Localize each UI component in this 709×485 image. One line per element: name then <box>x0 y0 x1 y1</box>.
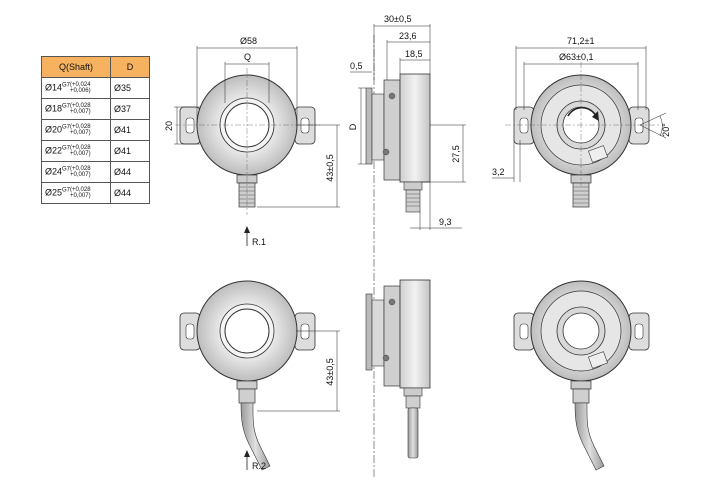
shaft-size: Ø24 <box>45 166 63 177</box>
tol-upper: +0,028 <box>72 166 91 172</box>
tol-upper: +0,024 <box>72 82 91 88</box>
shaft-tolerance: (+0,028+0,007) <box>70 124 91 136</box>
header-shaft: Q(Shaft) <box>41 56 111 78</box>
back-view-top <box>505 62 660 208</box>
shaft-size: Ø22 <box>45 145 63 156</box>
cell-shaft: Ø24G7(+0,028+0,007) <box>41 161 111 183</box>
shaft-fit: G7 <box>62 124 71 131</box>
tol-upper: +0,028 <box>72 145 91 151</box>
table-header-row: Q(Shaft) D <box>41 56 150 78</box>
cell-shaft: Ø18G7(+0,028+0,007) <box>41 98 111 120</box>
shaft-fit: G7 <box>62 103 71 110</box>
cell-shaft: Ø14G7(+0,024+0,006) <box>41 77 111 99</box>
dim-dia58: Ø58 <box>240 36 257 46</box>
side-view-bottom <box>365 279 431 459</box>
shaft-fit: G7 <box>62 82 71 89</box>
label-r2: R.2 <box>252 461 266 471</box>
view-arrow-r2 <box>244 450 250 470</box>
shaft-size: Ø25 <box>45 187 63 198</box>
shaft-tolerance: (+0,028+0,007) <box>70 187 91 199</box>
front-view-top <box>175 68 320 215</box>
shaft-fit: G7 <box>62 166 71 173</box>
tol-lower: +0,007 <box>70 109 89 115</box>
dims-side-top <box>350 24 466 230</box>
front-view-bottom <box>179 280 316 471</box>
dim-angle: 20° <box>661 123 671 137</box>
dim-t05: 0,5 <box>350 61 363 71</box>
dim-w9: 9,3 <box>439 217 452 227</box>
side-view-top <box>365 73 431 213</box>
shaft-tolerance: (+0,028+0,007) <box>70 103 91 115</box>
dims-front-top <box>174 46 340 208</box>
dim-w23: 23,6 <box>399 31 417 41</box>
tol-upper: +0,028 <box>72 124 91 130</box>
dim-h43-top: 43±0,5 <box>325 154 335 181</box>
dim-w30: 30±0,5 <box>384 14 411 24</box>
tol-upper: +0,028 <box>72 187 91 193</box>
tol-upper: +0,028 <box>72 103 91 109</box>
dim-w71: 71,2±1 <box>567 36 594 46</box>
dim-h20: 20 <box>164 121 174 131</box>
shaft-tolerance: (+0,028+0,007) <box>70 166 91 178</box>
table-row: Ø25G7(+0,028+0,007) Ø44 <box>41 182 150 204</box>
tol-lower: +0,007 <box>70 151 89 157</box>
table-row: Ø20G7(+0,028+0,007)Ø41 <box>41 119 150 141</box>
shaft-size: Ø18 <box>45 103 63 114</box>
dim-h43-bottom: 43±0,5 <box>325 358 335 385</box>
dim-h27: 27,5 <box>451 145 461 163</box>
dim-dia63: Ø63±0,1 <box>559 52 593 62</box>
dim-w32: 3,2 <box>492 167 505 177</box>
dims-back-top <box>492 46 667 182</box>
dim-q: Q <box>244 52 251 62</box>
view-arrow-r1 <box>244 226 250 246</box>
dim-w18: 18,5 <box>405 49 423 59</box>
dim-d-side: D <box>348 123 358 130</box>
shaft-tolerance: (+0,024+0,006) <box>70 82 91 94</box>
table-row: Ø18G7(+0,028+0,007)Ø37 <box>41 98 150 120</box>
tol-lower: +0,006 <box>70 88 89 94</box>
shaft-fit: G7 <box>62 145 71 152</box>
label-r1: R.1 <box>252 237 266 247</box>
cell-shaft: Ø20G7(+0,028+0,007) <box>41 119 111 141</box>
cell-d: Ø44 <box>110 182 150 204</box>
header-d: D <box>110 56 150 78</box>
shaft-fit: G7 <box>62 187 71 194</box>
table-row: Ø24G7(+0,028+0,007)Ø44 <box>41 161 150 183</box>
back-view-bottom <box>513 280 650 471</box>
shaft-size: Ø14 <box>45 82 63 93</box>
tol-lower: +0,007 <box>70 193 89 199</box>
table-row: Ø14G7(+0,024+0,006)Ø35 <box>41 77 150 99</box>
cell-shaft: Ø22G7(+0,028+0,007) <box>41 140 111 162</box>
shaft-size: Ø20 <box>45 124 63 135</box>
shaft-tolerance: (+0,028+0,007) <box>70 145 91 157</box>
dims-front-bottom <box>257 330 340 412</box>
tol-lower: +0,007 <box>70 172 89 178</box>
tol-lower: +0,007 <box>70 130 89 136</box>
